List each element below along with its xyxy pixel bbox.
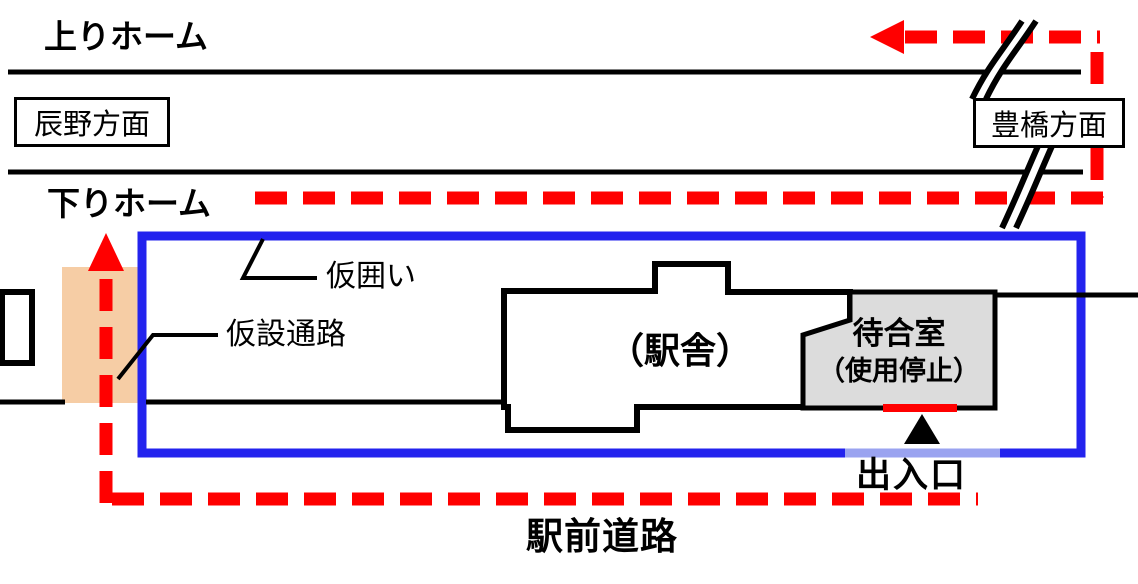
tatsuno-direction-label: 辰野方面	[33, 109, 150, 141]
temporary-passage-label: 仮設通路	[226, 318, 346, 351]
walking-route	[88, 20, 1104, 506]
break-gap-down	[1004, 143, 1051, 231]
temporary-fence-rect	[137, 231, 1086, 458]
left-structure	[0, 289, 35, 366]
track-break-mark-down	[999, 143, 1055, 231]
break-gap-up	[974, 17, 1034, 102]
track-break-mark-up	[969, 17, 1039, 102]
temporary-fence-label: 仮囲い	[326, 260, 416, 293]
toyohashi-direction-label: 豊橋方面	[990, 110, 1107, 142]
temporary-passage-leader-line	[116, 333, 218, 381]
waiting-room-label: 待合室	[852, 316, 946, 351]
tatsuno-direction-box: 辰野方面	[14, 97, 170, 147]
temporary-fence-leader-line	[239, 238, 317, 280]
route-arrow-up-icon	[88, 233, 124, 271]
up-platform-label: 上りホーム	[44, 18, 209, 55]
route-arrow-left-icon	[870, 20, 904, 54]
toyohashi-direction-box: 豊橋方面	[973, 98, 1125, 148]
waiting-room-status-label: （使用停止）	[818, 356, 980, 386]
break-curve-down-2	[1013, 144, 1055, 230]
break-curve-up-2	[983, 19, 1039, 101]
waiting-room-shape	[800, 289, 998, 411]
station-building-label: （駅舎）	[607, 330, 752, 371]
down-platform-label: 下りホーム	[47, 185, 212, 222]
break-curve-down-1	[999, 144, 1041, 230]
entrance-label: 出入口	[856, 456, 968, 495]
station-front-road-label: 駅前道路	[526, 516, 678, 557]
entrance-pointer-icon	[904, 414, 940, 444]
break-curve-up-1	[969, 19, 1025, 101]
